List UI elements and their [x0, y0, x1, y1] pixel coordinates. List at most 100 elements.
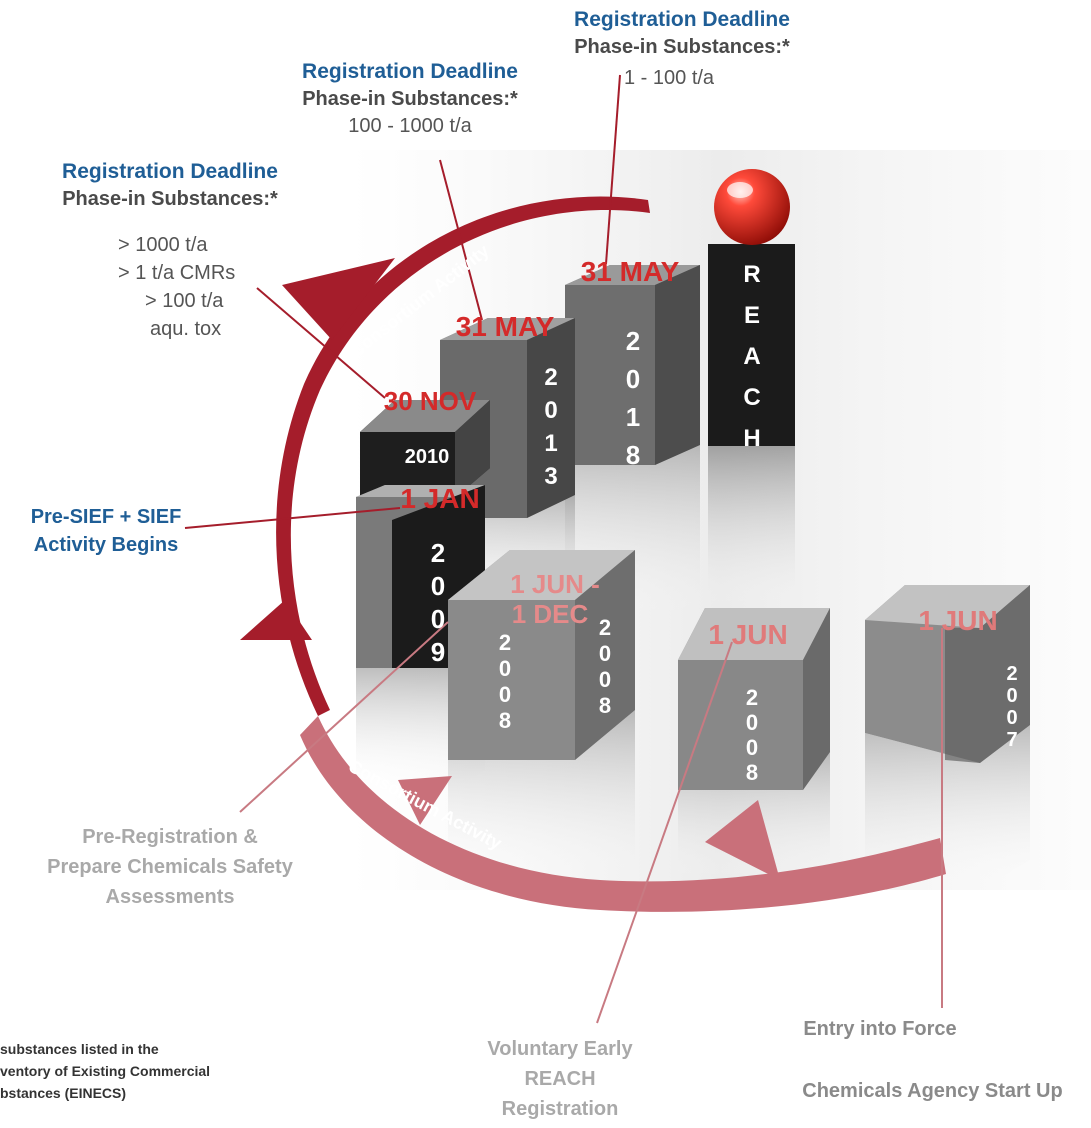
voluntary-label: Voluntary Early REACH Registration [440, 1034, 680, 1124]
deadline-2010-line-4: aqu. tox [150, 318, 222, 340]
red-sphere-icon [714, 169, 790, 245]
pre-sief-label: Pre-SIEF + SIEF Activity Begins [6, 503, 206, 559]
year-2018-digit: 1 [626, 402, 640, 432]
leader-2018 [605, 74, 621, 265]
pre-registration-line-1: Pre-Registration & [82, 826, 258, 848]
block-reach [708, 244, 795, 610]
footnote: substances listed in the ventory of Exis… [0, 1038, 300, 1104]
year-2008a-left-digit: 2 [499, 630, 511, 655]
date-2007: 1 JUN [918, 605, 997, 636]
arc-arrowhead-upper [282, 258, 395, 340]
deadline-2010-subtitle: Phase-in Substances:* [62, 188, 278, 210]
date-2009: 1 JAN [400, 483, 479, 514]
year-2008a-left-digit: 0 [499, 656, 511, 681]
footnote-line-1: substances listed in the [0, 1041, 159, 1057]
arc-arrowhead-bottom [398, 776, 452, 825]
deadline-2018-line-1: 1 - 100 t/a [624, 67, 715, 89]
date-2008a-line1: 1 JUN - [510, 569, 600, 599]
year-2013-digit: 0 [544, 397, 557, 424]
year-2008b-digit: 0 [746, 735, 758, 760]
reach-letter-e: E [744, 302, 760, 329]
consortium-arc-lower [300, 716, 946, 912]
year-2009-digit: 0 [431, 571, 445, 601]
deadline-2010-line-2: > 1 t/a CMRs [118, 262, 236, 284]
reach-letter-c: C [743, 384, 760, 411]
year-2018-digit: 0 [626, 364, 640, 394]
date-2013: 31 MAY [456, 311, 555, 342]
leader-pre-sief [184, 507, 401, 529]
deadline-2010-lines: > 1000 t/a > 1 t/a CMRs > 100 t/a aqu. t… [118, 231, 278, 343]
deadline-2010-title: Registration Deadline [62, 160, 278, 183]
year-2007-digit: 0 [1006, 707, 1017, 729]
year-2009-digit: 9 [431, 637, 445, 667]
voluntary-line-1: Voluntary Early [487, 1038, 633, 1060]
pre-registration-label: Pre-Registration & Prepare Chemicals Saf… [20, 822, 320, 912]
year-2009-digit: 0 [431, 604, 445, 634]
footnote-line-3: bstances (EINECS) [0, 1085, 127, 1101]
year-2008b-digit: 2 [746, 685, 758, 710]
leader-pre-registration [239, 621, 449, 813]
reach-letter-h: H [743, 425, 760, 452]
block-2008-a [448, 550, 635, 880]
leader-2013 [439, 159, 483, 321]
year-2008a-right-digit: 0 [599, 641, 611, 666]
year-2013-digit: 3 [544, 463, 557, 490]
deadline-2013-line-1: 100 - 1000 t/a [348, 115, 472, 137]
year-2009-digit: 2 [431, 538, 445, 568]
date-2018: 31 MAY [581, 256, 680, 287]
entry-force-label: Entry into Force [803, 1018, 957, 1040]
year-2007-digit: 0 [1006, 685, 1017, 707]
block-2010 [360, 400, 490, 498]
year-2008a-right-digit: 8 [599, 693, 611, 718]
year-2008a-right-digit: 0 [599, 667, 611, 692]
year-2007-digit: 2 [1006, 663, 1017, 685]
footnote-line-2: ventory of Existing Commercial [0, 1063, 211, 1079]
arc-arrowhead-left [240, 600, 312, 640]
date-2008b: 1 JUN [708, 619, 787, 650]
deadline-2013-group: Registration Deadline Phase-in Substance… [280, 60, 540, 138]
block-dates: 31 MAY 31 MAY 30 NOV 1 JAN 1 JUN - 1 DEC… [384, 256, 998, 650]
reach-letter-r: R [743, 261, 760, 288]
year-2013-digit: 2 [544, 364, 557, 391]
year-2008a-left-digit: 8 [499, 708, 511, 733]
year-2010: 2010 [405, 446, 450, 468]
arc-arrowhead-lower [705, 800, 780, 880]
deadline-2018-title: Registration Deadline [574, 8, 790, 31]
pre-sief-line-1: Pre-SIEF + SIEF [30, 506, 182, 528]
year-2008b-digit: 8 [746, 760, 758, 785]
deadline-2013-subtitle: Phase-in Substances:* [302, 88, 518, 110]
voluntary-line-2: REACH [524, 1068, 596, 1090]
year-2018-digit: 8 [626, 440, 640, 470]
voluntary-line-3: Registration [501, 1098, 619, 1120]
deadline-2018-subtitle: Phase-in Substances:* [574, 36, 790, 58]
pre-registration-line-3: Assessments [105, 886, 235, 908]
reach-letters: R E A C H [743, 261, 760, 452]
deadline-2018-group: Registration Deadline Phase-in Substance… [552, 8, 812, 90]
deadline-2010-group: Registration Deadline Phase-in Substance… [40, 160, 300, 211]
deadline-2010-line-1: > 1000 t/a [118, 234, 208, 256]
year-2008b-digit: 0 [746, 710, 758, 735]
year-2007-digit: 7 [1006, 729, 1017, 751]
year-2008a-left-digit: 0 [499, 682, 511, 707]
leader-lines [184, 74, 621, 529]
leader-2010 [256, 287, 386, 399]
date-2010: 30 NOV [384, 386, 477, 416]
reach-letter-a: A [743, 343, 760, 370]
pre-registration-line-2: Prepare Chemicals Safety [47, 856, 293, 878]
leader-voluntary [596, 641, 733, 1024]
date-2008a-line2: 1 DEC [512, 599, 589, 629]
leader-lines-light [239, 621, 943, 1024]
consortium-arc-upper [240, 196, 650, 717]
agency-start-label: Chemicals Agency Start Up [802, 1080, 1063, 1102]
deadline-2013-title: Registration Deadline [302, 60, 518, 83]
